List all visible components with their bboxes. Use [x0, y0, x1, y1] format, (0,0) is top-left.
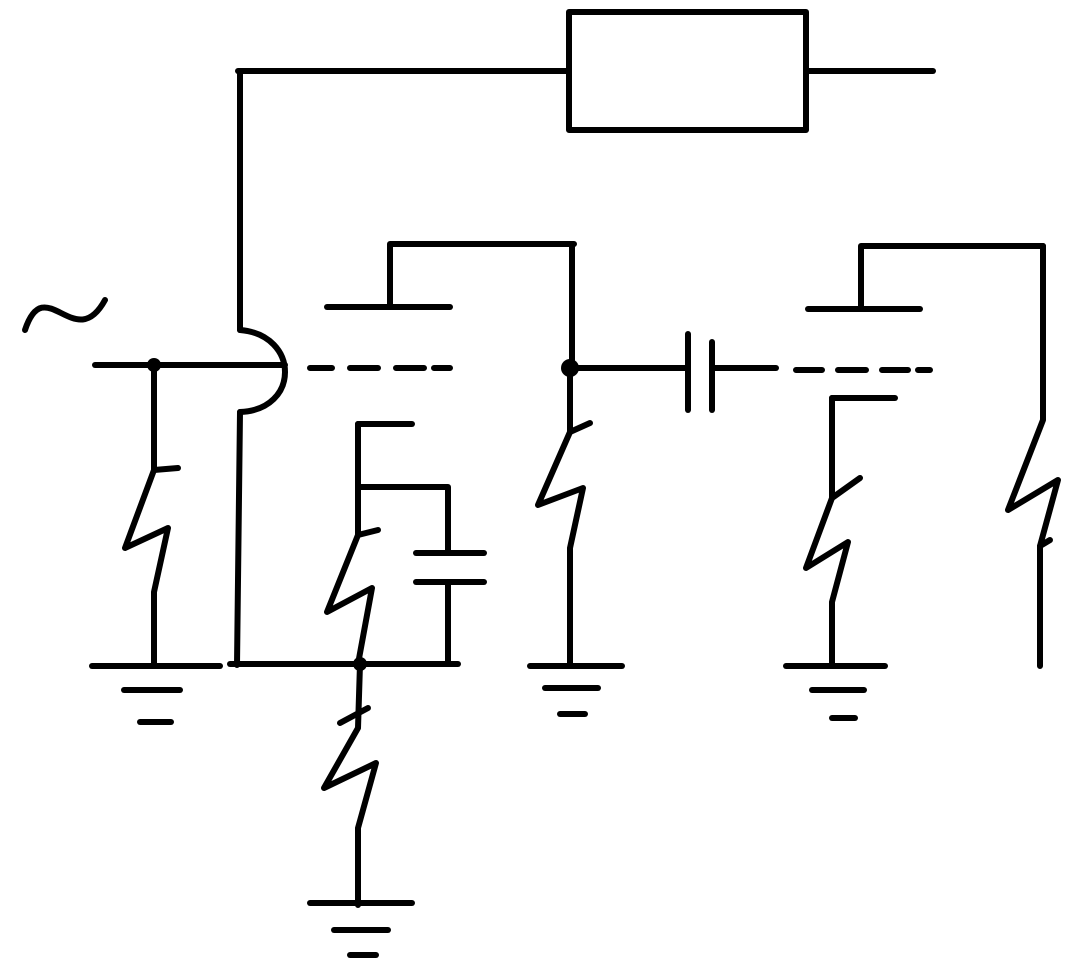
- cathode-resistor: [324, 421, 381, 667]
- plate-resistor-1: [535, 241, 593, 669]
- tube-2: [793, 243, 1046, 401]
- cathode-bus: [227, 657, 461, 671]
- feedback-wire: [235, 68, 936, 333]
- input-resistor: [122, 362, 181, 668]
- ground-symbol-4: [783, 663, 888, 721]
- input-line: [92, 358, 288, 372]
- ground-symbol-3: [527, 663, 625, 717]
- bypass-capacitor: [355, 484, 487, 667]
- coupling-capacitor: [567, 331, 779, 413]
- ground-symbol-2: [307, 900, 415, 958]
- plate-resistor-2: [1005, 243, 1061, 669]
- ground-symbol-1: [89, 663, 223, 725]
- tube-1: [307, 241, 577, 427]
- box-component: [566, 9, 809, 133]
- lower-resistor: [321, 661, 379, 908]
- ac-source-symbol: [22, 297, 108, 333]
- wire-crossover: [234, 327, 288, 668]
- cathode-resistor-2: [803, 395, 863, 669]
